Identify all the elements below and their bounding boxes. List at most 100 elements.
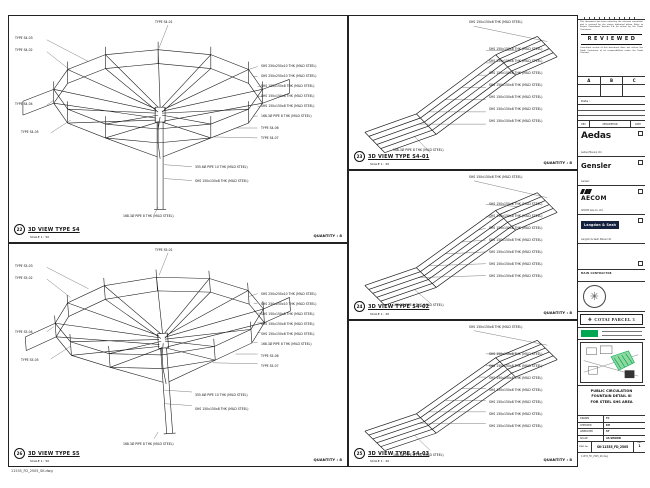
member-label: SHS 150x150x8 THK (MILD STEEL) [261,94,315,98]
member-label: TYPE S5-07 [261,364,279,368]
view-title-group: 25 3D VIEW TYPE S4-03 [354,448,429,459]
status-cell [601,85,624,96]
view-scale: SCALE 1 : 50 [30,459,50,463]
firm-block-aedas: Aedas Aedas (Macau) Ltd. [578,128,645,157]
view-title-group: 24 3D VIEW TYPE S4-02 [354,301,429,312]
drawing-title-row: PUBLIC CIRCULATION FOUNTAIN DETAIL III F… [578,386,645,416]
view-title: 3D VIEW TYPE S4 [28,226,80,233]
member-label: TYPE S4-07 [261,136,279,140]
member-label: 168.3Ø PIPE 8 THK (MILD STEEL) [123,214,174,218]
view-quantity: QUANTITY : 8 [543,310,572,315]
member-label: SHS 150x150x8 THK (MILD STEEL) [261,332,315,336]
member-label: SHS 150x150x8 THK (MILD STEEL) [261,322,315,326]
info-value: SY [606,430,610,434]
view-number: 25 [354,448,365,459]
member-label: TYPE S5-03 [15,264,33,268]
member-label: SHS 150x150x8 THK (MILD STEEL) [489,352,543,356]
view-scale: SCALE 1 : 20 [370,162,390,166]
member-label: 168.3Ø PIPE 8 THK (MILD STEEL) [261,342,312,346]
reviewed-stamp-box: This document has been noted by the rele… [578,20,645,77]
firm-block-aecom: AECOM AECOM Asia Co. Ltd. [578,186,645,215]
member-label: TYPE S5-01 [155,248,173,252]
member-label: TYPE S4-01 [155,20,173,24]
view-quantity: QUANTITY : 8 [313,233,342,238]
rev-label: REV [637,442,642,444]
view-title: 3D VIEW TYPE S4-02 [368,303,430,310]
status-cell [623,85,645,96]
member-label: SHS 150x150x8 THK (MILD STEEL) [489,59,543,63]
structure-3d-view [364,26,558,154]
leader-lines [414,26,548,153]
member-label: SHS 150x150x8 THK (MILD STEEL) [489,250,543,254]
view-number: 24 [354,301,365,312]
aecom-logo-mark [579,189,592,194]
aecom-logo: AECOM [581,195,607,202]
structure-3d-view [364,180,558,306]
structure-3d-view [22,24,290,215]
firm-checkbox [638,189,643,194]
view-panel-26: TYPE S5-01 TYPE S5-03 TYPE S5-02 TYPE S5… [8,243,348,467]
leader-lines [46,252,263,439]
structure-3d-view [20,252,299,444]
info-label: APPROVED [578,429,604,435]
member-label: SHS 250x250x10 THK (MILD STEEL) [261,302,317,306]
view-number: 23 [354,151,365,162]
member-label: 168.3Ø PIPE 8 THK (MILD STEEL) [393,148,444,152]
drawing-title-line: FOUNTAIN DETAIL III [591,394,632,399]
member-label: SHS 150x150x8 THK (MILD STEEL) [489,119,543,123]
project-name-box: ❖ COTAI PARCEL 3 [580,314,643,325]
view-quantity: QUANTITY : 8 [313,457,342,462]
view-number: 26 [14,448,25,459]
member-label: SHS 150x150x8 THK (MILD STEEL) [489,364,543,368]
member-label: 168.3Ø PIPE 8 THK (MILD STEEL) [123,442,174,446]
member-label: SHS 150x150x8 THK (MILD STEEL) [489,83,543,87]
firm-block-gensler: Gensler Gensler [578,157,645,186]
member-label: TYPE S4-04 [15,102,33,106]
company-seal-icon: ✳ [583,285,606,308]
key-plan-map [583,345,639,379]
member-label: SHS 150x150x8 THK (MILD STEEL) [489,202,543,206]
member-label: TYPE S5-05 [21,358,39,362]
member-label: SHS 150x150x8 THK (MILD STEEL) [195,179,249,183]
member-label: TYPE S5-02 [15,276,33,280]
consultant-blank-block [578,244,645,270]
contractor-row: MAIN CONTRACTOR [578,270,645,282]
info-value: TC [606,417,610,421]
reviewed-note-top: This document has been noted by the rele… [580,21,643,32]
view-panel-24: SHS 150x150x8 THK (MILD STEEL) SHS 150x1… [348,170,578,320]
view-title: 3D VIEW TYPE S4-03 [368,450,430,457]
leader-lines [414,180,548,304]
drawing-title-line: FOR STEEL SHS AREA [590,399,633,404]
member-label: SHS 150x150x8 THK (MILD STEEL) [489,71,543,75]
member-label: SHS 150x150x8 THK (MILD STEEL) [195,407,249,411]
date-row: Date : [578,97,645,105]
drawing-title-line: PUBLIC CIRCULATION [590,389,633,393]
reviewed-note-bottom: Consultant review of this document does … [580,46,643,55]
divider [602,331,642,332]
member-label: TYPE S5-06 [261,354,279,358]
revision-header: REV DESCRIPTION DATE [578,121,645,128]
scale-bar [584,16,639,19]
aedas-logo: Aedas [581,131,611,141]
description-col: DESCRIPTION [590,121,631,127]
member-label: SHS 150x150x8 THK (MILD STEEL) [469,20,523,24]
member-label: SHS 250x250x10 THK (MILD STEEL) [261,64,317,68]
member-label: TYPE S4-06 [261,126,279,130]
view-panel-23: SHS 150x150x8 THK (MILD STEEL) SHS 150x1… [348,15,578,170]
scale-bar-strip [578,15,645,20]
firm-checkbox [638,160,643,165]
seal-row: ✳ [578,282,645,312]
rev-cell: REV 1 [633,442,645,452]
member-label: SHS 250x250x10 THK (MILD STEEL) [261,74,317,78]
member-label: SHS 150x150x8 THK (MILD STEEL) [489,107,543,111]
leader-lines [414,330,548,451]
divider [578,110,645,111]
member-label: SHS 150x150x8 THK (MILD STEEL) [489,424,543,428]
firm-name: Langdon & Seah Macau Ltd. [581,238,612,241]
date-label: Date : [581,99,591,103]
info-label: CHECKED [578,422,604,428]
leader-lines [46,24,263,215]
view-title-group: 26 3D VIEW TYPE S5 [14,448,80,459]
member-label: TYPE S4-02 [15,48,33,52]
